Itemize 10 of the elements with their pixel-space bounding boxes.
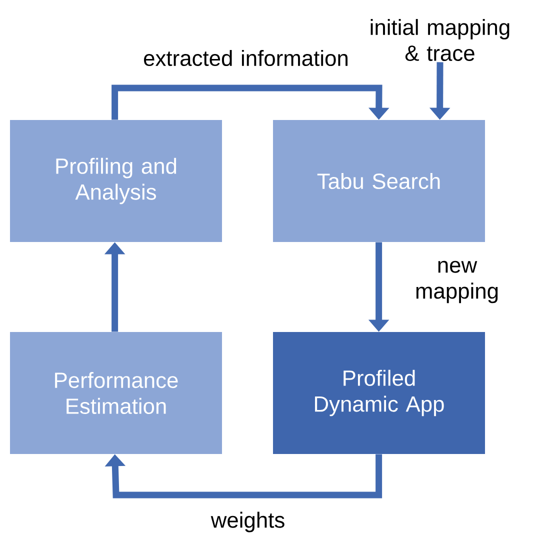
process-box: Profiled Dynamic App bbox=[273, 332, 485, 454]
process-box: Performance Estimation bbox=[10, 332, 222, 454]
edge-label: weights bbox=[210, 512, 284, 532]
input-label: initial mapping & trace bbox=[370, 18, 510, 61]
edge-label: new mapping bbox=[416, 260, 498, 304]
arrow bbox=[112, 84, 390, 120]
process-box: Tabu Search bbox=[273, 120, 485, 242]
edge-label: extracted information bbox=[144, 50, 348, 66]
arrow bbox=[104, 454, 382, 498]
process-box: Profiling and Analysis bbox=[10, 120, 222, 242]
